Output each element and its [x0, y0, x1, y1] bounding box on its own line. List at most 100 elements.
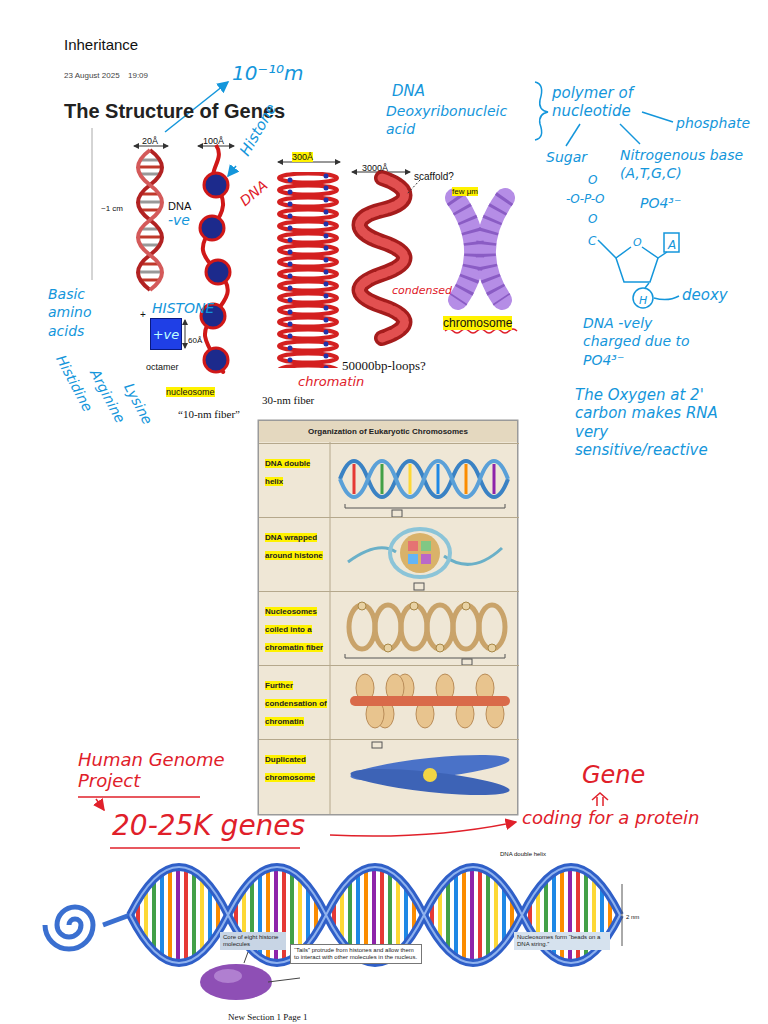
callout-box: Core of eight histone molecules [220, 932, 286, 950]
handwritten-note: 10⁻¹⁰m [232, 61, 304, 85]
handwritten-note: O [588, 212, 597, 226]
label-wrap: DNA [168, 196, 191, 214]
label-wrap: 100Å [203, 130, 224, 148]
handwritten-note: Sugar [546, 149, 587, 165]
note-wrap: DNA [236, 176, 271, 210]
note-wrap: Deoxyribonucleic acid [386, 102, 526, 139]
figure-label: 23 August 2025 [64, 71, 120, 80]
note-wrap: The Oxygen at 2' carbon makes RNA very s… [575, 386, 725, 460]
handwritten-note: DNA [392, 82, 425, 100]
label-wrap: nucleosome [166, 381, 215, 399]
row-cell: Further condensation of chromatin [265, 674, 329, 728]
row-cell: DNA double helix [265, 452, 329, 488]
handwritten-note: O [588, 173, 597, 187]
label-wrap: chromosome [443, 313, 512, 331]
note-wrap: O [588, 209, 597, 227]
note-wrap: Basic amino acids [48, 285, 104, 340]
figure-label: nucleosome [166, 387, 215, 397]
figure-label: New Section 1 Page 1 [228, 1012, 307, 1022]
row-cell: DNA wrapped around histone [265, 526, 329, 562]
handwritten-note: DNA -vely charged due to PO4³⁻ [583, 315, 690, 368]
page-title: The Structure of Genes [64, 100, 285, 122]
handwritten-note: phosphate [676, 115, 750, 131]
figure-label: 20Å [142, 136, 158, 146]
callout-text: Nucleosomes form “beads on a DNA string.… [517, 934, 607, 948]
figure-label: 2 nm [626, 914, 639, 920]
row-label: Nucleosomes coiled into a chromatin fibe… [265, 607, 323, 652]
figure-label: few μm [452, 187, 478, 196]
handwritten-note: Histidine [53, 352, 96, 414]
handwritten-note: C [588, 234, 596, 248]
figure-label: 30-nm fiber [262, 394, 314, 406]
handwritten-note: Basic amino acids [48, 286, 92, 339]
charge-label: +ve [153, 327, 180, 342]
note-wrap: Nitrogenous base (A,T,G,C) [620, 146, 748, 183]
label-wrap: 3000Å [362, 157, 388, 175]
handwritten-note: coding for a protein [522, 807, 700, 828]
note-wrap: Histidine [52, 352, 97, 415]
handwritten-note: Lysine [121, 380, 156, 427]
note-wrap: chromatin [298, 372, 364, 390]
figure-label: + [140, 309, 146, 320]
handwritten-note: Arginine [87, 366, 129, 425]
figure-label: 3000Å [362, 163, 388, 173]
callout-text: Core of eight histone molecules [223, 934, 283, 948]
label-wrap: 60Å [188, 329, 202, 347]
table-row: Nucleosomes coiled into a chromatin fibe… [259, 591, 519, 665]
figure-label: 50000bp-loops? [342, 358, 426, 373]
row-label: DNA double helix [265, 459, 310, 486]
label-wrap: 20Å [142, 130, 158, 148]
callout-box: “Tails” protrude from histones and allow… [290, 944, 422, 964]
handwritten-note: -ve [168, 212, 190, 228]
label-wrap: octamer [146, 356, 179, 374]
label-wrap: DNA double helix [500, 842, 546, 860]
note-wrap: deoxy [682, 286, 728, 304]
handwritten-note: -O-P-O [566, 192, 604, 206]
table-row: DNA double helix [259, 443, 519, 517]
note-wrap: A [668, 235, 676, 253]
label-wrap: few μm [452, 180, 478, 198]
callout-text: “Tails” protrude from histones and allow… [294, 947, 418, 961]
label-wrap: + [140, 304, 146, 322]
note-wrap: polymer of nucleotide [552, 84, 672, 121]
handwritten-note: The Oxygen at 2' carbon makes RNA very s… [575, 386, 718, 459]
note-wrap: DNA -vely charged due to PO4³⁻ [583, 314, 711, 369]
table-row: Duplicated chromosome [259, 739, 519, 816]
histone-cube: +ve [150, 318, 182, 350]
note-wrap: DNA [392, 82, 425, 100]
row-label: Duplicated chromosome [265, 755, 315, 782]
label-wrap: ~1 cm [101, 197, 123, 215]
note-wrap: 10⁻¹⁰m [232, 62, 304, 85]
note-wrap: O [633, 232, 642, 250]
handwritten-note: polymer of nucleotide [552, 84, 633, 120]
figure-label: chromosome [443, 316, 512, 330]
handwritten-note: Gene [582, 761, 645, 789]
label-wrap: 19:09 [128, 64, 148, 82]
figure-label: scaffold? [414, 171, 454, 182]
label-wrap: “10-nm fiber” [178, 404, 240, 422]
figure-label: 100Å [203, 136, 224, 146]
note-wrap: Human Genome Project [78, 750, 228, 791]
figure-label: DNA [168, 200, 191, 212]
label-wrap: 300Å [292, 146, 313, 164]
handwritten-note: PO4³⁻ [640, 195, 681, 211]
note-wrap: PO4³⁻ [640, 194, 681, 212]
handwritten-note: Human Genome Project [78, 749, 225, 791]
note-wrap: coding for a protein [522, 808, 700, 829]
row-cell: Duplicated chromosome [265, 748, 329, 784]
handwritten-note: chromatin [298, 374, 364, 389]
note-wrap: -ve [168, 211, 190, 229]
handwritten-note: A [668, 238, 676, 252]
note-wrap: H [639, 290, 647, 308]
table-row: Further condensation of chromatin [259, 665, 519, 739]
row-label: DNA wrapped around histone [265, 533, 323, 560]
figure-label: 19:09 [128, 71, 148, 80]
label-wrap: Inheritance [64, 36, 138, 54]
label-wrap: scaffold? [414, 166, 454, 184]
figure-label: “10-nm fiber” [178, 408, 240, 420]
note-wrap: Sugar [546, 148, 587, 166]
note-wrap: -O-P-O [566, 189, 604, 207]
handwritten-note: 20-25K genes [112, 809, 305, 842]
label-wrap: 23 August 2025 [64, 64, 120, 82]
handwritten-note: H [639, 294, 647, 307]
